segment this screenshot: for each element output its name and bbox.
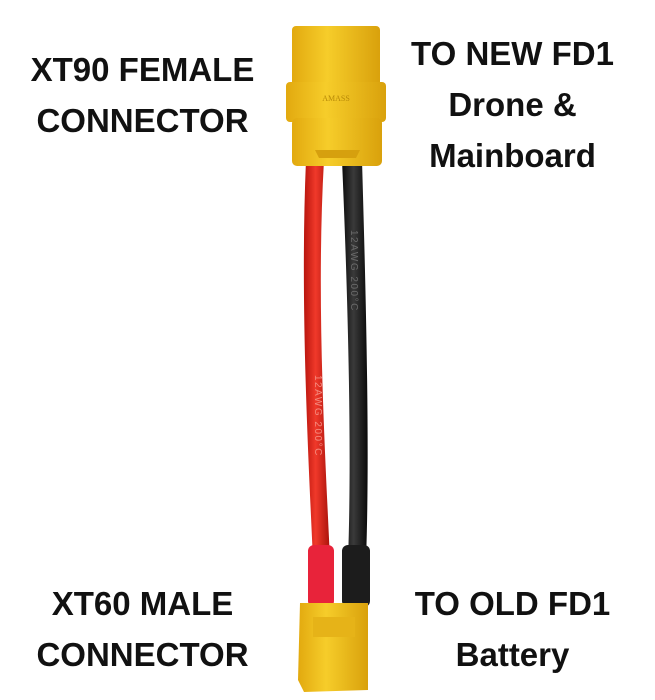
black-wire-marking: 12AWG 200°C (348, 230, 359, 312)
black-heat-shrink (342, 545, 370, 607)
label-line: CONNECTOR (36, 636, 249, 673)
label-line: TO OLD FD1 (414, 585, 611, 622)
label-line: CONNECTOR (36, 102, 249, 139)
label-line: XT90 FEMALE (30, 51, 255, 88)
red-wire-marking: 12AWG 200°C (312, 375, 323, 457)
xt90-marking: AMASS (322, 94, 350, 103)
to-new-fd1-label: TO NEW FD1 Drone & Mainboard (385, 28, 640, 181)
red-wire (303, 160, 330, 560)
to-old-fd1-label: TO OLD FD1 Battery (385, 578, 640, 680)
xt90-female-connector-label: XT90 FEMALE CONNECTOR (0, 44, 285, 146)
label-line: TO NEW FD1 (411, 35, 614, 72)
xt60-connector (298, 603, 368, 692)
xt60-male-connector-label: XT60 MALE CONNECTOR (0, 578, 285, 680)
label-line: Mainboard (429, 137, 596, 174)
black-wire (342, 160, 368, 560)
red-heat-shrink (308, 545, 334, 607)
label-line: XT60 MALE (51, 585, 234, 622)
label-line: Battery (455, 636, 570, 673)
xt90-connector: AMASS (286, 26, 386, 166)
label-line: Drone & (448, 86, 577, 123)
